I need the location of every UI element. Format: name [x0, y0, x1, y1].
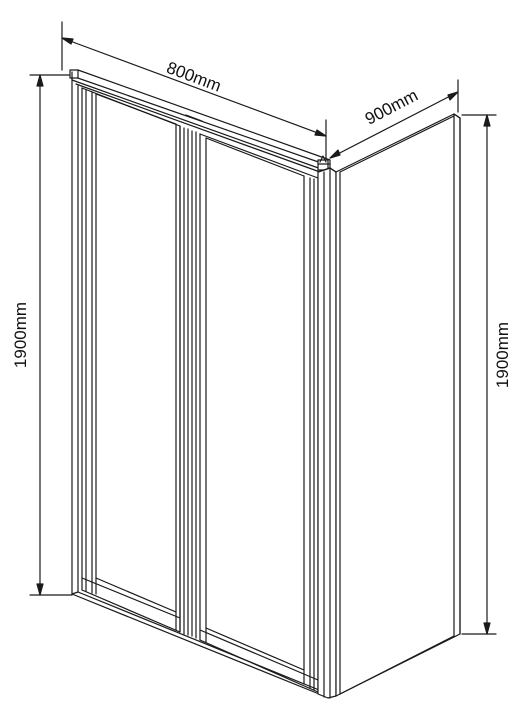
dimension-right-1900mm [461, 114, 497, 635]
rail-end-cap-left [69, 69, 79, 79]
door-center-stile [179, 125, 201, 641]
dimension-800mm [61, 21, 327, 166]
left-door-panel [81, 87, 181, 633]
dim-800-arrow-left [61, 37, 74, 45]
dim-label-900: 900mm [362, 86, 421, 129]
bottom-rail [77, 591, 325, 693]
front-door-assembly [69, 69, 331, 697]
dim-900-line [329, 91, 459, 159]
corner-post [317, 155, 337, 699]
dim-label-left-1900: 1900mm [11, 302, 30, 368]
dim-right-arrow-top [483, 114, 491, 127]
dim-900-arrow-left [329, 149, 341, 159]
side-panel [335, 113, 461, 697]
right-door-panel [199, 133, 319, 693]
dim-800-arrow-right [314, 129, 327, 137]
dim-label-right-1900: 1900mm [493, 322, 512, 388]
dimension-left-1900mm [29, 74, 73, 596]
dimension-900mm [329, 79, 459, 159]
dim-900-arrow-right [447, 91, 459, 101]
rail-end-cap-right [317, 159, 329, 171]
dim-800-line [61, 37, 327, 137]
dim-right-arrow-bottom [483, 622, 491, 635]
dim-label-800: 800mm [164, 58, 224, 96]
dim-left-arrow-bottom [36, 583, 44, 596]
dim-left-arrow-top [36, 74, 44, 87]
